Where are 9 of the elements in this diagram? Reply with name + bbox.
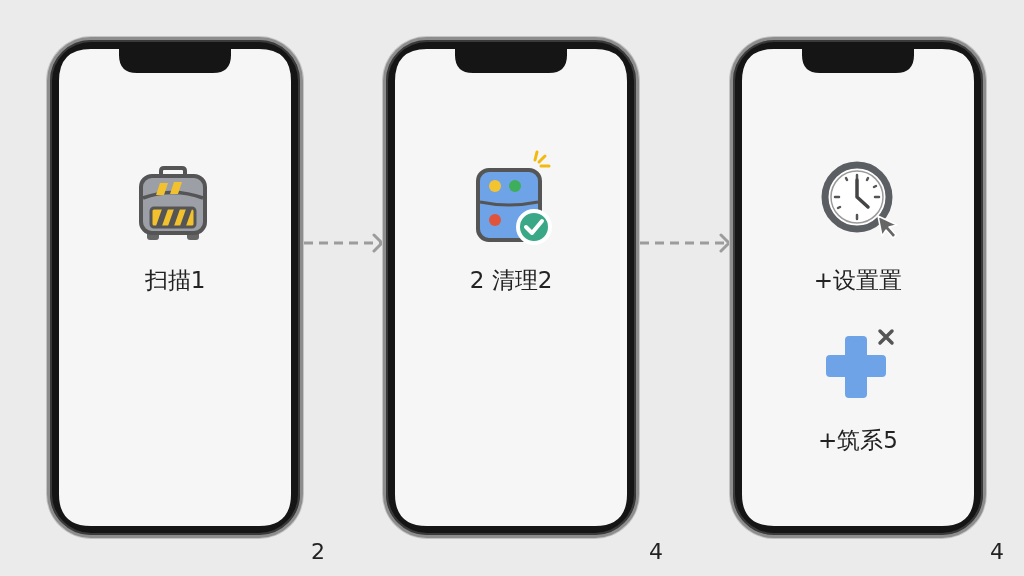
page-number: 4 (649, 539, 663, 565)
screen-label: 2 清理2 (469, 266, 553, 294)
dashed-arrow (640, 233, 731, 253)
screen-label: 扫描1 (144, 266, 206, 294)
page-number: 2 (311, 539, 325, 565)
screen-label: +设置置 (813, 266, 903, 294)
screen-label: +筑系5 (818, 426, 898, 454)
page-number: 4 (990, 539, 1004, 565)
dashed-arrow (304, 233, 384, 253)
